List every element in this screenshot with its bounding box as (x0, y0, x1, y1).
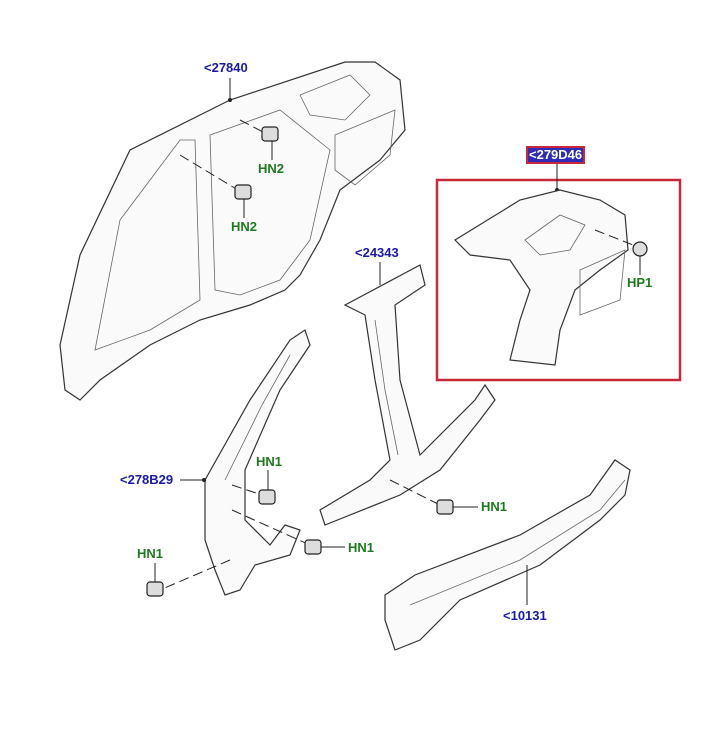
part-label-278B29[interactable]: <278B29 (120, 472, 174, 487)
part-label-24343[interactable]: <24343 (355, 245, 399, 260)
fastener-label-hn2[interactable]: HN2 (231, 219, 258, 234)
fastener-label-hp1[interactable]: HP1 (627, 275, 653, 290)
part-label-279D46[interactable]: <279D46 (525, 146, 586, 164)
fastener-label-hn1[interactable]: HN1 (348, 540, 375, 555)
clip-hn2-upper (261, 126, 279, 142)
clip-hn2-lower (234, 184, 252, 200)
clip-hn1-left (146, 581, 164, 597)
plug-hp1 (632, 241, 648, 257)
b-pillar (319, 264, 496, 526)
part-label-10131[interactable]: <10131 (503, 608, 547, 623)
fastener-label-hn1[interactable]: HN1 (481, 499, 508, 514)
rocker-sill (384, 459, 631, 651)
part-label-27840[interactable]: <27840 (204, 60, 248, 75)
a-pillar-lower (204, 329, 311, 596)
fastener-label-hn1[interactable]: HN1 (256, 454, 283, 469)
clip-hn1-apillar-lower (304, 539, 322, 555)
fastener-label-hn1[interactable]: HN1 (137, 546, 164, 561)
clip-hn1-apillar-upper (258, 489, 276, 505)
highlight-box (435, 178, 682, 382)
clip-hn1-bpillar (436, 499, 454, 515)
quarter-panel-inner (454, 189, 629, 366)
fastener-label-hn2[interactable]: HN2 (258, 161, 285, 176)
body-side-panel (59, 61, 406, 401)
